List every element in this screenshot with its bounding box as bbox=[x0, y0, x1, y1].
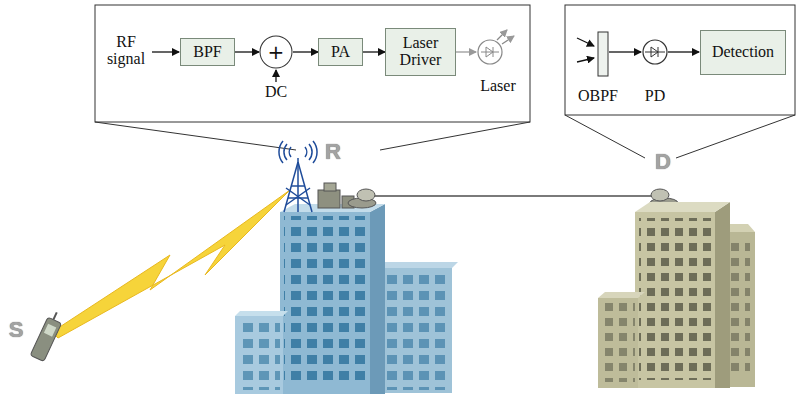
signal-wire bbox=[609, 51, 641, 52]
node-text: + bbox=[268, 42, 285, 63]
component-label: OBPF bbox=[572, 88, 624, 105]
node-text: PA bbox=[331, 44, 350, 61]
signal-wire bbox=[152, 51, 179, 52]
leader-line bbox=[565, 115, 645, 158]
laser-symbol bbox=[478, 30, 514, 64]
signal-wire bbox=[668, 51, 699, 52]
summing-junction: + bbox=[259, 35, 293, 69]
node-text: Laser Driver bbox=[390, 35, 451, 69]
relay-building bbox=[235, 183, 458, 394]
signal-wire bbox=[456, 51, 476, 52]
component-label: PD bbox=[640, 88, 670, 105]
optical-filter bbox=[598, 32, 608, 76]
mobile-phone bbox=[30, 310, 65, 362]
destination-building bbox=[598, 202, 755, 388]
fso-transceiver bbox=[348, 189, 376, 208]
node-letter: S bbox=[4, 318, 28, 341]
node-text: Detection bbox=[712, 44, 774, 61]
leader-line bbox=[676, 115, 795, 158]
process-box: BPF bbox=[180, 38, 235, 66]
signal-connector bbox=[293, 51, 318, 52]
signal-connector bbox=[363, 51, 385, 52]
signal-label: RF signal bbox=[98, 34, 154, 68]
process-box: Laser Driver bbox=[385, 28, 456, 76]
callout-panel bbox=[565, 5, 795, 115]
photodiode-symbol bbox=[643, 40, 667, 64]
leader-line bbox=[95, 122, 296, 150]
node-letter: D bbox=[648, 150, 678, 173]
signal-label: DC bbox=[258, 84, 294, 101]
callout-panel bbox=[95, 5, 530, 122]
light-arrow bbox=[577, 58, 594, 62]
light-arrow bbox=[577, 38, 594, 46]
antenna-tower bbox=[279, 141, 317, 212]
signal-wire bbox=[275, 70, 276, 82]
wireless-link bbox=[52, 190, 290, 338]
node-letter: R bbox=[318, 140, 348, 163]
optical-link bbox=[374, 195, 652, 197]
process-box: Detection bbox=[700, 30, 786, 75]
component-label: Laser bbox=[474, 78, 522, 95]
leader-line bbox=[380, 122, 530, 150]
process-box: PA bbox=[318, 38, 363, 66]
node-text: BPF bbox=[193, 44, 221, 61]
signal-connector bbox=[235, 51, 259, 52]
